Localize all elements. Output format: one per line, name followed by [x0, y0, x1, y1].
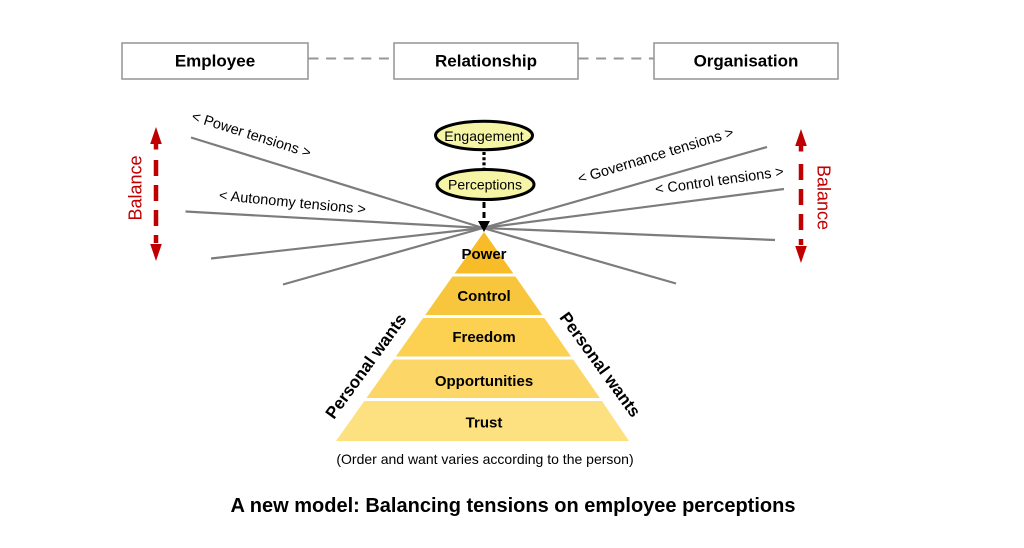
- svg-text:Relationship: Relationship: [435, 52, 537, 71]
- svg-text:Opportunities: Opportunities: [435, 373, 533, 390]
- svg-text:(Order and want varies accordi: (Order and want varies according to the …: [336, 451, 633, 467]
- svg-text:Organisation: Organisation: [694, 52, 799, 71]
- svg-text:Balance: Balance: [126, 155, 146, 220]
- svg-text:Perceptions: Perceptions: [448, 177, 522, 193]
- svg-text:Employee: Employee: [175, 52, 255, 71]
- svg-text:Freedom: Freedom: [452, 329, 515, 346]
- svg-text:A new model: Balancing tension: A new model: Balancing tensions on emplo…: [231, 495, 796, 517]
- svg-text:Control: Control: [457, 288, 510, 305]
- svg-text:Trust: Trust: [466, 415, 503, 432]
- svg-text:Balance: Balance: [814, 165, 834, 230]
- svg-text:Power: Power: [461, 246, 506, 263]
- svg-text:Engagement: Engagement: [444, 128, 524, 144]
